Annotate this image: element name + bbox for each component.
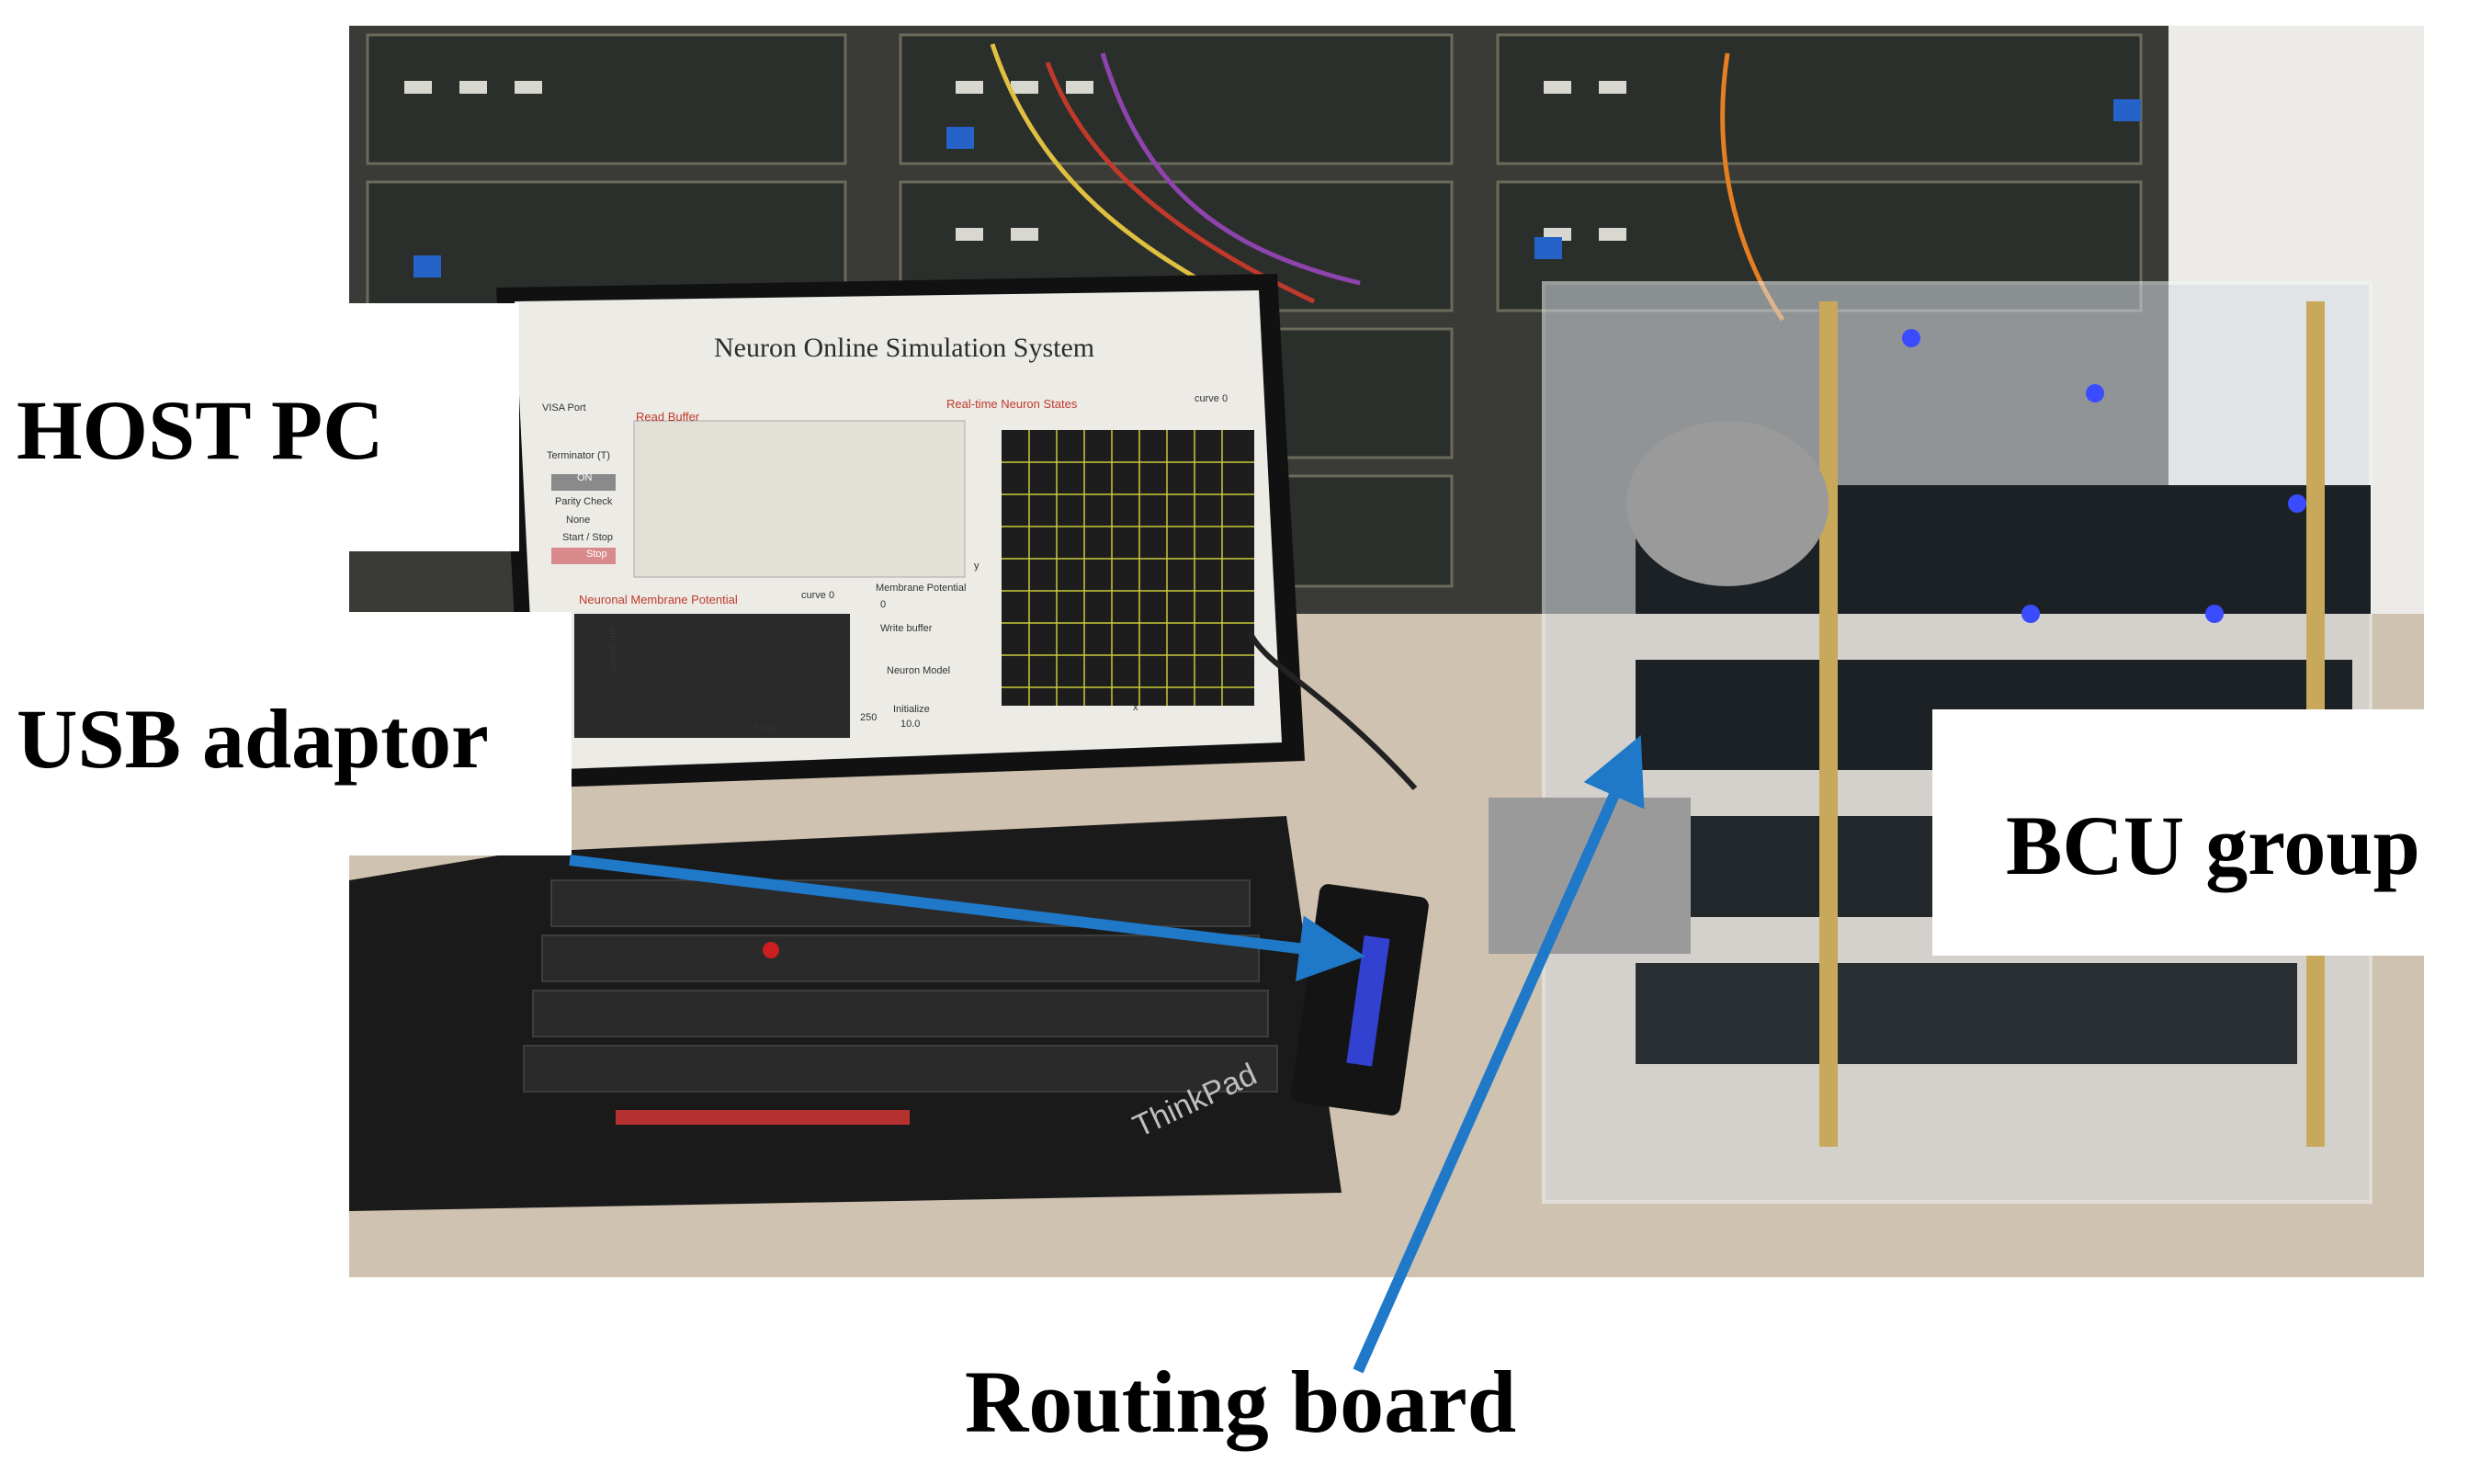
read-buffer-box <box>633 420 966 578</box>
parity-value[interactable]: None <box>566 515 591 526</box>
parity-check-label: Parity Check <box>555 496 613 507</box>
usb-hub-light <box>1346 935 1390 1067</box>
usb-cable <box>1247 630 1418 791</box>
usb-adaptor-label-box: USB adaptor <box>0 612 572 855</box>
membrane-curve-label: curve 0 <box>801 590 835 601</box>
rack-components <box>404 81 1626 241</box>
usb-adaptor-arrow <box>569 855 1365 981</box>
host-pc-label: HOST PC <box>17 383 384 477</box>
bcu-group-label-box: BCU group <box>1932 709 2480 956</box>
keyboard-keys <box>523 879 1278 1093</box>
states-y-axis-label: y <box>974 561 980 572</box>
initialize-label: Initialize <box>893 704 930 715</box>
blue-connectors <box>413 99 2141 278</box>
screen-title: Neuron Online Simulation System <box>714 333 1095 363</box>
initialize-value[interactable]: 10.0 <box>900 719 921 730</box>
on-button <box>551 474 616 491</box>
states-plot <box>1002 430 1254 706</box>
ribbon-cables <box>1489 421 1829 954</box>
write-buffer-label: Write buffer <box>880 623 933 634</box>
touchpad-buttons <box>616 1110 910 1125</box>
time-label: Time <box>753 723 776 734</box>
trackpoint <box>763 942 779 958</box>
routing-board-arrow <box>1353 735 1645 1374</box>
membrane-potential-value: 0 <box>880 599 887 610</box>
start-stop-label: Start / Stop <box>562 532 614 543</box>
time-end-tick: 250 <box>860 712 878 723</box>
membrane-chart-label: Neuronal Membrane Potential <box>579 593 738 606</box>
membrane-plot <box>574 614 850 738</box>
routing-board-label: Routing board <box>965 1353 1517 1451</box>
host-pc-label-box: HOST PC <box>0 303 519 551</box>
membrane-potential-label: Membrane Potential <box>876 583 967 594</box>
realtime-states-label: Real-time Neuron States <box>946 397 1078 411</box>
usb-adaptor-label: USB adaptor <box>17 692 489 786</box>
read-buffer-label: Read Buffer <box>636 410 700 424</box>
states-curve-label: curve 0 <box>1195 393 1229 404</box>
bcu-group-label: BCU group <box>2006 799 2420 892</box>
neuron-model-label: Neuron Model <box>887 665 951 676</box>
visa-port-label: VISA Port <box>542 402 586 413</box>
on-button-label[interactable]: ON <box>577 472 593 483</box>
states-x-axis-label: x <box>1133 702 1138 713</box>
states-grid <box>1002 430 1254 706</box>
terminator-label: Terminator (T) <box>547 450 611 461</box>
stop-button-label[interactable]: Stop <box>586 549 607 560</box>
stop-button <box>551 548 616 564</box>
